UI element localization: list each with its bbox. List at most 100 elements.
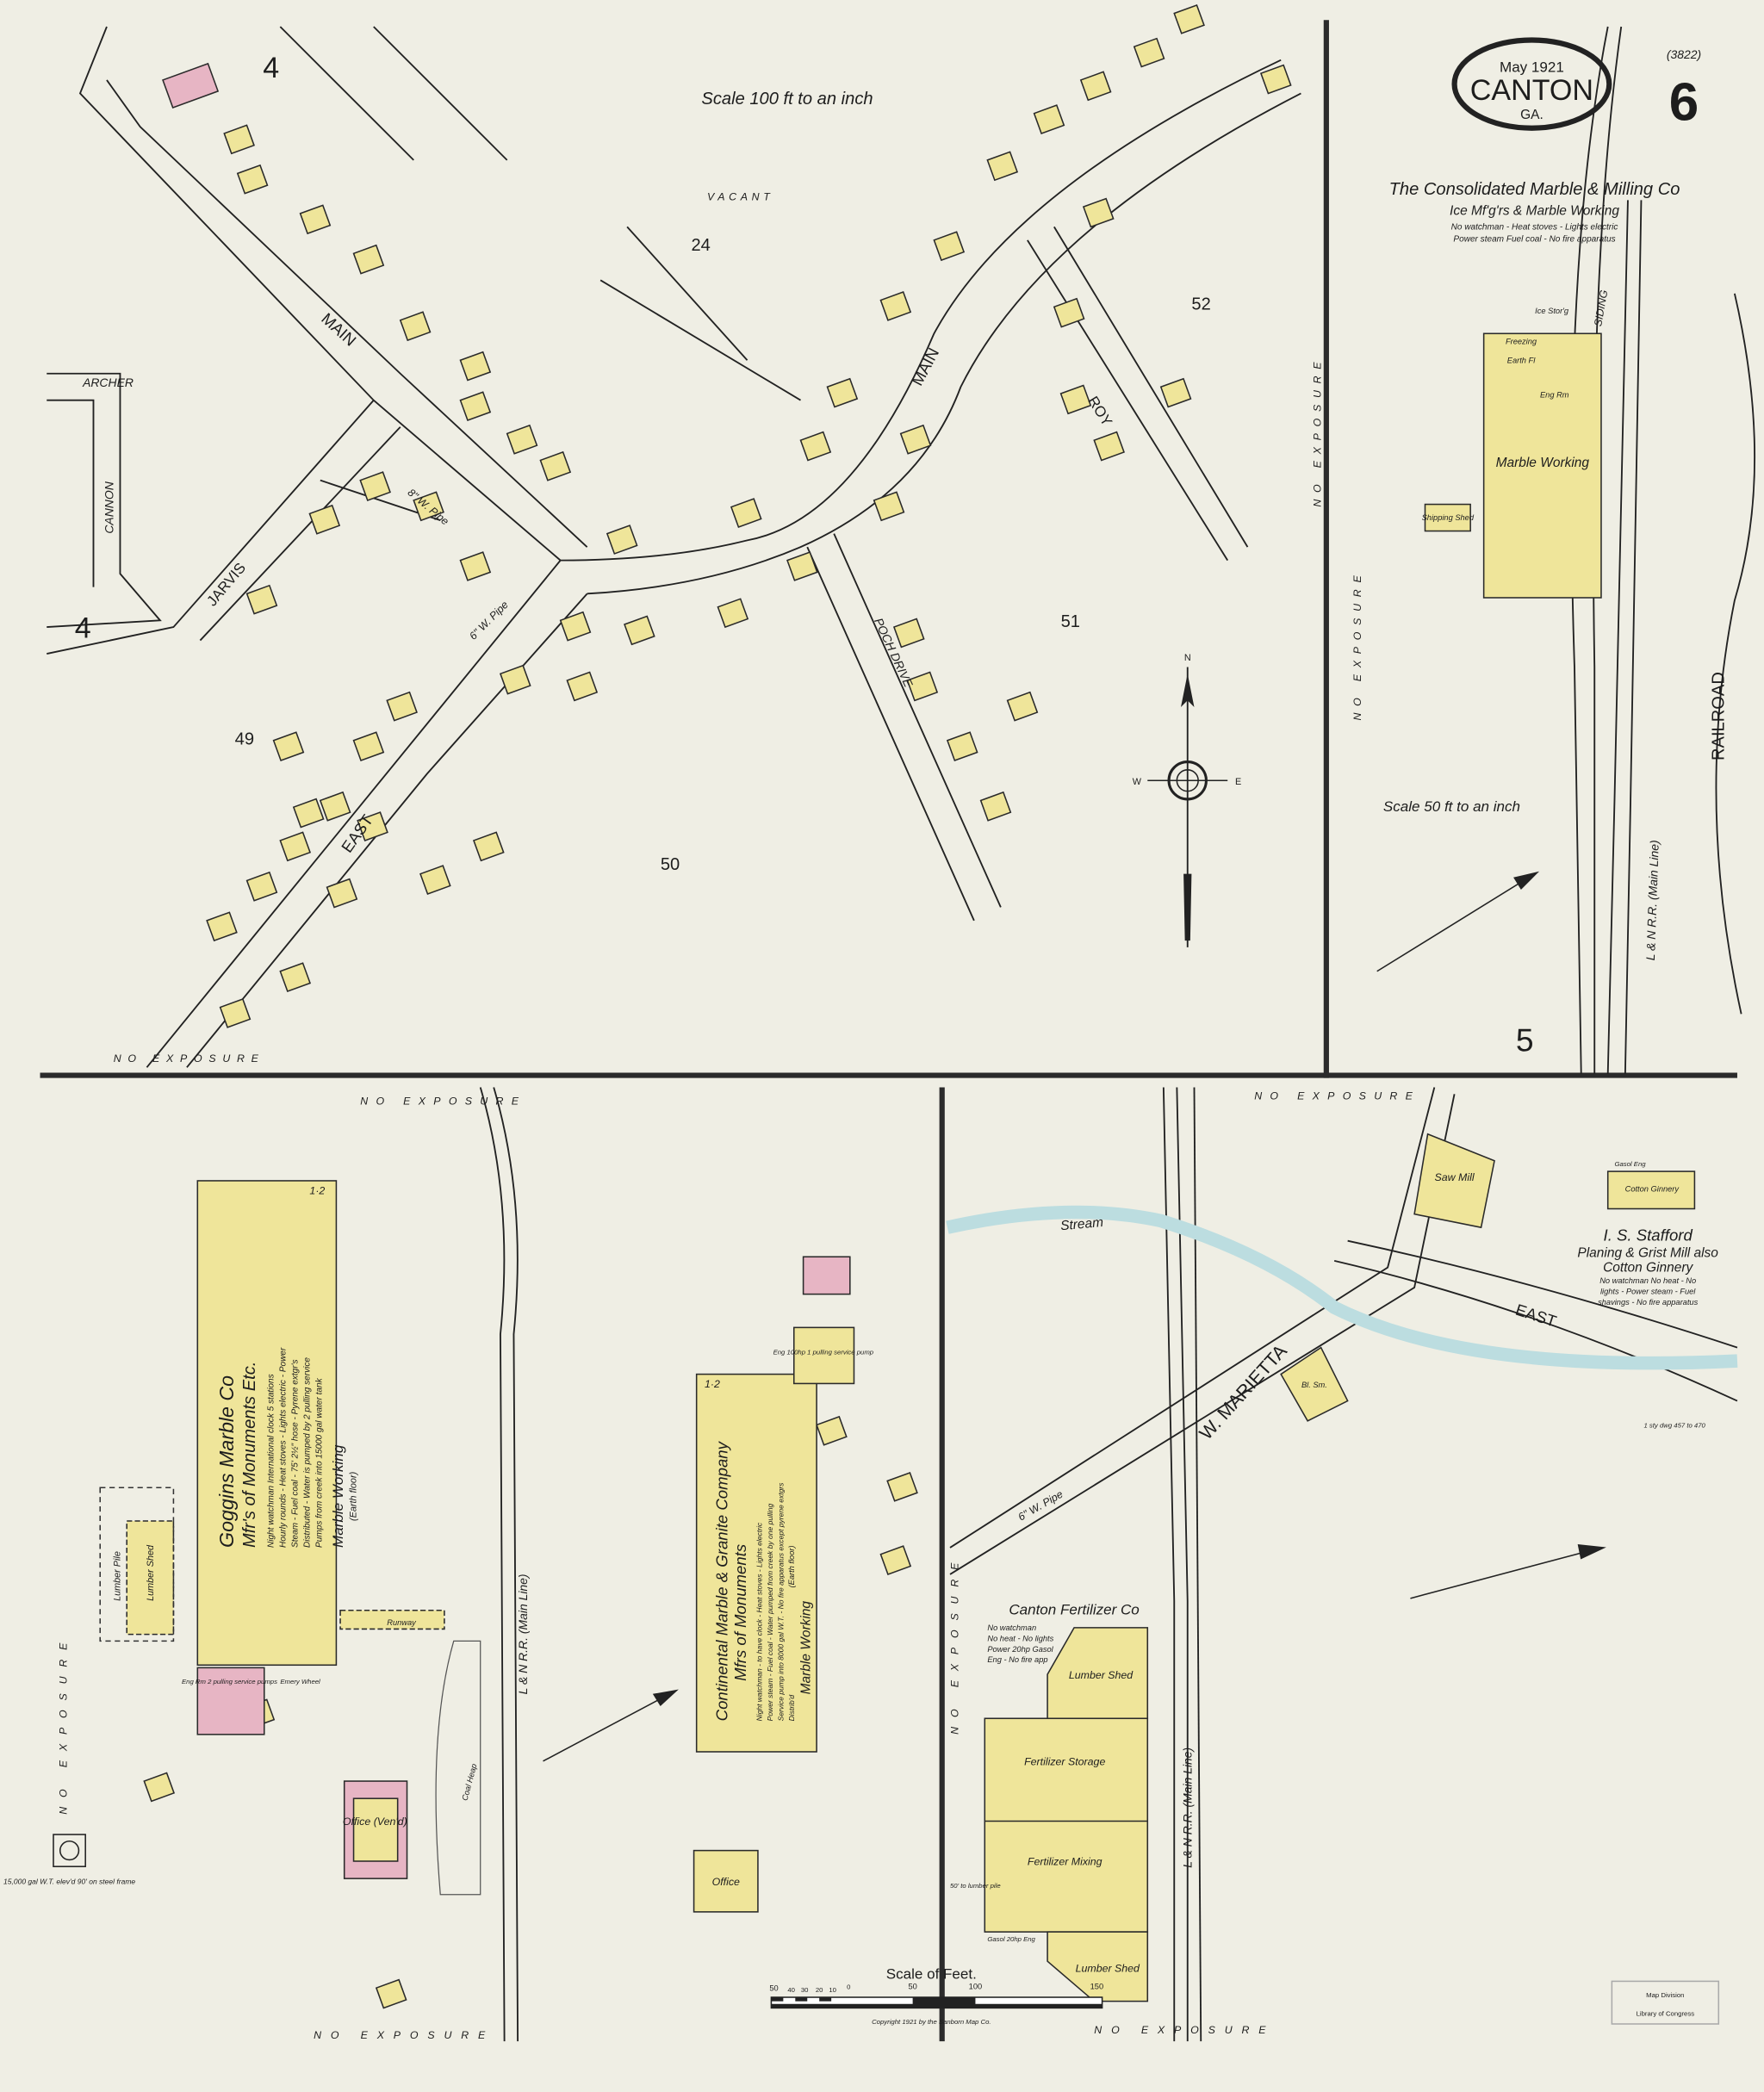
building-label: Gasol 20hp Eng xyxy=(987,1935,1035,1943)
dwelling xyxy=(279,962,312,993)
scale-upper-left: Scale 100 ft to an inch xyxy=(701,90,873,109)
dwelling xyxy=(786,551,818,581)
building-label: Eng Rm xyxy=(1540,391,1569,400)
building-label: Eng 100hp 1 pulling service pump xyxy=(773,1348,874,1356)
block-number: 4 xyxy=(75,611,91,644)
continental-text: Continental Marble & Granite Company Mfr… xyxy=(712,1440,813,1721)
no-exposure: NO EXPOSURE xyxy=(1254,1089,1420,1102)
sheet-reference: (3822) xyxy=(1667,47,1701,61)
dwelling xyxy=(459,551,492,581)
dwelling xyxy=(899,424,932,455)
block-number: 51 xyxy=(1061,612,1080,631)
company-notes: lights - Power steam - Fuel xyxy=(1600,1288,1696,1296)
building-label: Marble Working xyxy=(1496,456,1590,470)
dwelling xyxy=(979,791,1012,822)
title-cartouche: May 1921 CANTON GA. xyxy=(1451,37,1612,131)
dwelling xyxy=(933,231,966,262)
company-line: Ice Mf'g'rs & Marble Working xyxy=(1450,203,1619,218)
dwelling xyxy=(879,1545,912,1575)
no-exposure: NO EXPOSURE xyxy=(948,1554,960,1735)
company-notes: Steam - Fuel coal - 75' 2½" hose - Pyren… xyxy=(290,1359,300,1548)
copyright: Copyright 1921 by the Sanborn Map Co. xyxy=(872,2018,991,2026)
no-exposure: NO EXPOSURE xyxy=(1094,2024,1275,2036)
block-number: 49 xyxy=(235,729,254,748)
company-notes: Service pump into 8000 gal W.T. - No fir… xyxy=(776,1482,785,1721)
company-notes: No heat - No lights xyxy=(987,1634,1053,1642)
dwelling xyxy=(559,611,592,642)
dwelling xyxy=(886,1471,918,1502)
scale-tick: 100 xyxy=(969,1983,983,1991)
dwelling xyxy=(826,377,859,408)
dwelling xyxy=(1053,297,1085,328)
continental-office xyxy=(693,1849,759,1913)
dwelling xyxy=(419,865,451,895)
dwelling xyxy=(292,798,325,829)
building-label: Emery Wheel xyxy=(280,1678,320,1685)
dwelling xyxy=(1079,71,1112,102)
compass-e: E xyxy=(1235,777,1241,787)
dwelling xyxy=(459,351,492,382)
rail-label: L & N R.R. (Main Line) xyxy=(1643,840,1662,960)
dwelling xyxy=(352,731,385,762)
dwellings xyxy=(143,3,1292,2009)
scale-tick: 40 xyxy=(787,1986,795,1994)
dwelling xyxy=(1082,197,1115,228)
dwelling xyxy=(1006,691,1039,722)
dwelling xyxy=(272,731,305,762)
shipping-shed xyxy=(1424,503,1471,532)
building-label: (Earth floor) xyxy=(349,1472,359,1521)
dwelling xyxy=(223,124,255,155)
dwelling xyxy=(816,1415,848,1446)
stream xyxy=(946,1205,1738,1370)
dwelling xyxy=(319,791,351,822)
company-line: Mfr's of Monuments Etc. xyxy=(240,1362,259,1548)
dwelling xyxy=(472,831,505,862)
storeys: 1·2 xyxy=(309,1184,325,1196)
north-arrow-icon xyxy=(543,871,1606,1762)
company-notes: Night watchman International clock 5 sta… xyxy=(267,1374,276,1548)
goggins-text: Goggins Marble Co Mfr's of Monuments Etc… xyxy=(215,1347,359,1548)
continental-boiler xyxy=(802,1256,851,1295)
company-notes: No watchman xyxy=(987,1623,1036,1632)
dwelling xyxy=(1033,104,1065,134)
fertilizer-lumber-shed-2 xyxy=(1047,1931,1149,2002)
dwelling xyxy=(624,615,655,646)
no-exposure-labels: NO EXPOSURE NO EXPOSURE NO EXPOSURE NO E… xyxy=(57,356,1420,2041)
water-tank: 15,000 gal W.T. elev'd 90' on steel fram… xyxy=(3,1834,135,1885)
building-label: Lumber Pile xyxy=(112,1551,122,1601)
goggins-lumber-shed xyxy=(126,1520,175,1636)
building-label: Office (Ven'd) xyxy=(343,1816,407,1828)
building-label: Bl. Sm. xyxy=(1301,1381,1327,1389)
company-name: Continental Marble & Granite Company xyxy=(712,1440,730,1721)
dwelling xyxy=(236,164,269,195)
street-archer: ARCHER xyxy=(82,376,134,389)
stamp-line: Library of Congress xyxy=(1637,2010,1695,2018)
dwelling xyxy=(1159,377,1192,408)
scale-of-feet: Scale of Feet. 50 40 30 20 10 0 50 100 1… xyxy=(769,1965,1103,2026)
dwelling xyxy=(499,664,531,695)
dwelling xyxy=(399,311,432,342)
dwelling xyxy=(986,151,1019,182)
stream-label: Stream xyxy=(1059,1215,1103,1233)
building-label: Lumber Shed xyxy=(1076,1963,1140,1975)
dwelling xyxy=(359,471,391,501)
dwelling xyxy=(352,244,385,275)
fertilizer-storage-mixing xyxy=(984,1717,1149,1933)
company-notes: Night watchman - to have clock - Heat st… xyxy=(755,1522,764,1721)
library-stamp: Map Division Library of Congress xyxy=(1611,1980,1720,2025)
dwelling xyxy=(506,424,538,455)
goggins-lumber-pile xyxy=(99,1487,175,1642)
dwelling xyxy=(730,498,762,528)
consolidated-marble-building xyxy=(1482,332,1602,599)
no-exposure: NO EXPOSURE xyxy=(114,1052,265,1065)
company-notes: No watchman No heat - No xyxy=(1599,1276,1696,1285)
block-number: 5 xyxy=(1516,1022,1534,1058)
building-label: Fertilizer Storage xyxy=(1024,1755,1105,1767)
dwelling xyxy=(906,671,939,702)
street-cannon: CANNON xyxy=(102,481,116,533)
dwelling xyxy=(539,450,572,481)
dwelling xyxy=(245,871,278,902)
building-label: Marble Working xyxy=(330,1444,346,1548)
building-label: Gasol Eng xyxy=(1614,1160,1646,1168)
dwelling xyxy=(1093,431,1125,462)
